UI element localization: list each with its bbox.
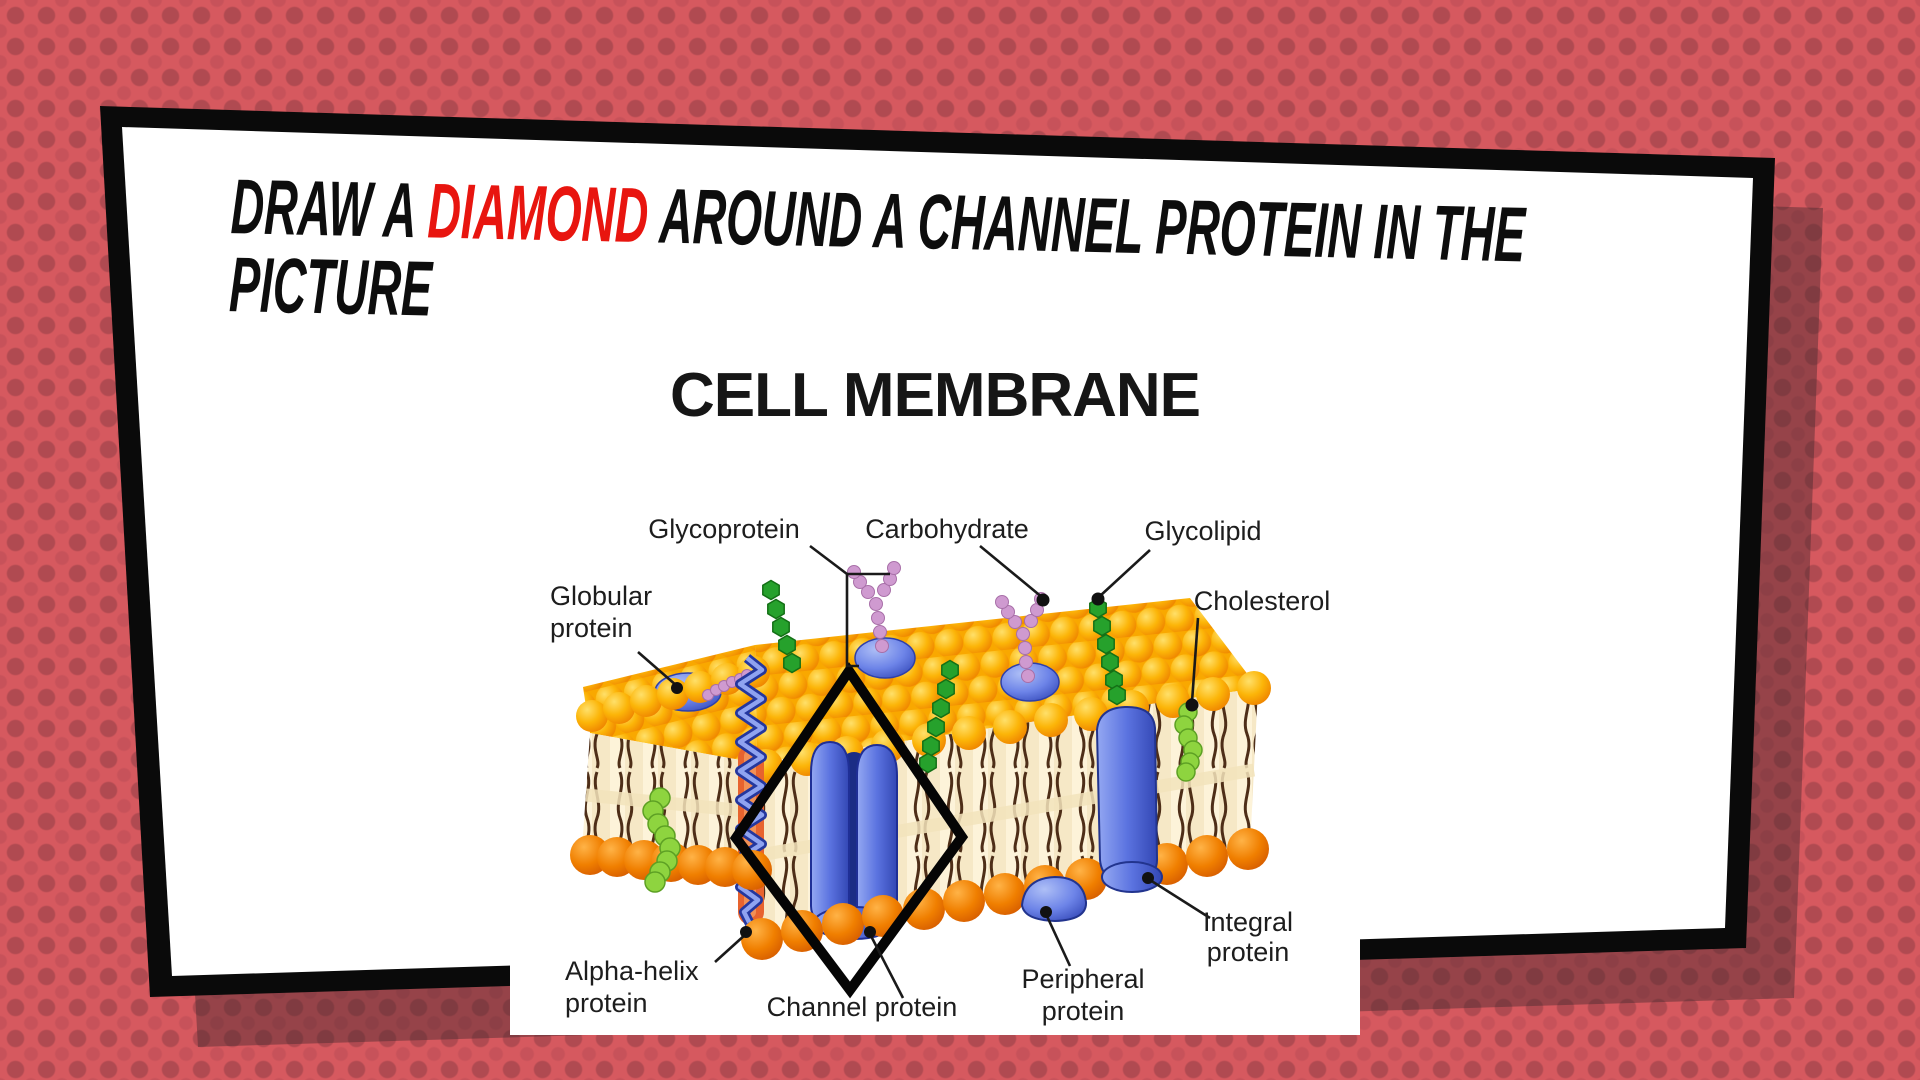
glycolipid-dot xyxy=(1091,592,1105,606)
label-peripheral-1: Peripheral xyxy=(1021,964,1144,994)
peripheral-protein-shape xyxy=(1020,875,1088,923)
glycoprotein-leader xyxy=(809,544,848,576)
membrane-figure[interactable]: Glycoprotein Carbohydrate Glycolipid Cho… xyxy=(510,350,1360,1035)
channel-leader xyxy=(868,933,905,999)
cholesterol-leader xyxy=(1190,617,1200,703)
integral-leader xyxy=(1149,878,1211,920)
label-carbohydrate: Carbohydrate xyxy=(865,514,1029,544)
globular-leader xyxy=(637,651,678,687)
label-globular-1: Globular xyxy=(550,581,652,611)
cell-membrane-image[interactable]: CELL MEMBRANE xyxy=(510,350,1360,1035)
label-glycoprotein: Glycoprotein xyxy=(648,514,800,544)
leader-lines xyxy=(637,544,1211,999)
label-integral-2: protein xyxy=(1207,937,1290,967)
leaflet-junction-left xyxy=(585,788,757,819)
diamond-annotation[interactable] xyxy=(729,662,969,999)
diagram-title: CELL MEMBRANE xyxy=(669,361,1201,430)
cholesterol-shape xyxy=(1174,702,1203,782)
label-alpha-helix-2: protein xyxy=(565,988,648,1018)
glycoprotein-bracket xyxy=(845,572,890,668)
label-channel: Channel protein xyxy=(767,992,958,1022)
alpha-helix-dot xyxy=(740,926,752,938)
cholesterol-dot xyxy=(1185,698,1199,712)
label-cholesterol: Cholesterol xyxy=(1194,586,1331,616)
label-alpha-helix-1: Alpha-helix xyxy=(565,956,699,986)
peripheral-dot xyxy=(1040,906,1052,918)
globular-dot xyxy=(671,682,683,694)
label-globular-2: protein xyxy=(550,613,633,643)
title-line2: PICTURE xyxy=(228,240,433,333)
green-bead-chain-left xyxy=(642,787,681,893)
glycolipid-leader xyxy=(1099,549,1151,597)
instruction-title: DRAW A DIAMOND AROUND A CHANNEL PROTEIN … xyxy=(228,160,1692,348)
glycoprotein-sugar-chain xyxy=(847,561,901,653)
figure-labels: Glycoprotein Carbohydrate Glycolipid Cho… xyxy=(550,514,1330,1026)
label-glycolipid: Glycolipid xyxy=(1144,516,1261,546)
channel-dot xyxy=(864,926,876,938)
glycoprotein-shape xyxy=(854,637,916,679)
peripheral-leader xyxy=(1044,913,1072,967)
membrane-illustration xyxy=(570,561,1271,960)
label-peripheral-2: protein xyxy=(1042,996,1125,1026)
alpha-helix-leader xyxy=(714,933,747,963)
label-integral-1: Integral xyxy=(1203,907,1293,937)
integral-dot xyxy=(1142,872,1154,884)
integral-protein-shape xyxy=(1095,705,1163,893)
carbohydrate-leader xyxy=(979,544,1044,600)
carbohydrate-dot xyxy=(1036,593,1050,607)
